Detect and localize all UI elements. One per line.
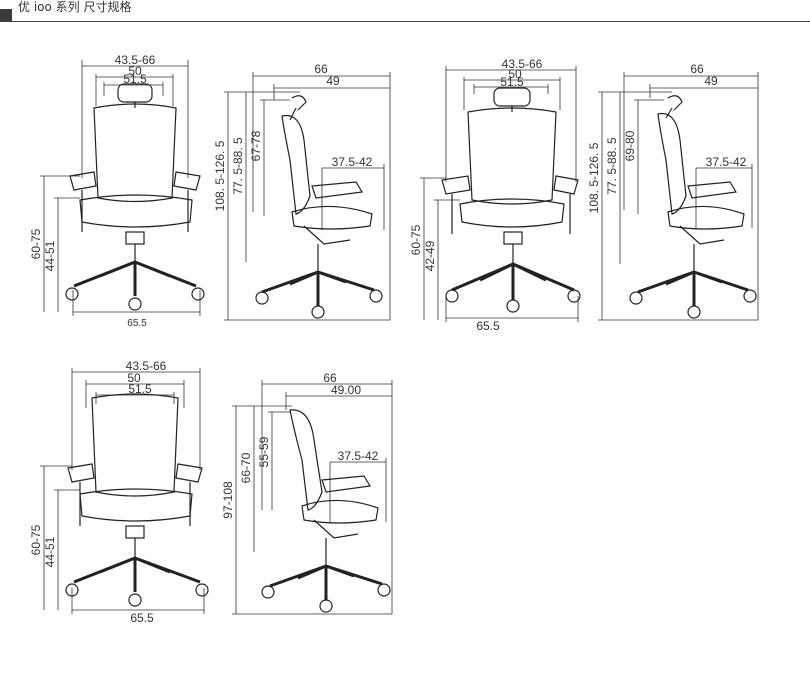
- fig5-total-height-label: 60-75: [29, 524, 43, 555]
- fig6-total-height-label: 97-108: [221, 481, 235, 519]
- chart-front-upholstered-headrest: 43.5-66 50 51.5 60-75 42-49 65.5: [409, 57, 581, 333]
- fig4-total-height-label: 108. 5-126. 5: [587, 142, 601, 213]
- chart-side-upholstered-headrest: 66 49 108. 5-126. 5 77. 5-88. 5 69-80 37…: [587, 62, 759, 321]
- fig6-back-height-label: 66-70: [239, 452, 253, 483]
- header-divider: [0, 21, 810, 22]
- fig5-seat-height-label: 44-51: [43, 536, 57, 567]
- fig1-base-label: 65.5: [127, 318, 147, 329]
- fig3-seat-width-label: 51.5: [500, 75, 524, 89]
- chart-side-mesh-headrest: 66 49 108. 5-126. 5 77. 5-88. 5 67-78 37…: [213, 62, 391, 321]
- fig5-base-label: 65.5: [130, 611, 154, 625]
- fig6-arm-label: 37.5-42: [338, 449, 379, 463]
- fig4-chair-icon: [629, 95, 757, 319]
- chart-side-mesh: 66 49.00 97-108 66-70 55-59 37.5-42: [221, 371, 393, 615]
- fig4-headrest-label: 69-80: [623, 130, 637, 161]
- fig1-seat-height-label: 44-51: [43, 240, 57, 271]
- fig2-total-height-label: 108. 5-126. 5: [213, 140, 227, 211]
- fig1-overall-width-label: 43.5-66: [115, 53, 156, 67]
- chart-front-mesh: 43.5-66 50 51.5 60-75 44-51 65.5: [29, 359, 209, 625]
- fig5-overall-width-label: 43.5-66: [126, 359, 167, 373]
- fig3-overall-width-label: 43.5-66: [502, 57, 543, 71]
- fig3-total-height-label: 60-75: [409, 224, 423, 255]
- fig5-width-label: 50: [127, 371, 141, 385]
- fig2-seat-depth-label: 49: [326, 74, 340, 88]
- fig3-base-label: 65.5: [476, 319, 500, 333]
- fig1-seat-width-label: 51.5: [123, 72, 147, 86]
- fig2-back-height-label: 77. 5-88. 5: [231, 137, 245, 195]
- fig6-seat-depth-label: 49.00: [331, 383, 361, 397]
- fig2-depth-label: 66: [314, 62, 328, 76]
- fig1-chair-icon: [65, 83, 205, 311]
- fig4-arm-label: 37.5-42: [706, 155, 747, 169]
- fig4-seat-depth-label: 49: [704, 74, 718, 88]
- fig5-seat-width-label: 51.5: [128, 382, 152, 396]
- fig1-total-height-label: 60-75: [29, 228, 43, 259]
- fig2-chair-icon: [255, 95, 383, 319]
- fig3-seat-height-label: 42-49: [423, 240, 437, 271]
- fig1-width-label: 50: [128, 64, 142, 78]
- fig6-headrest-label: 55-59: [257, 436, 271, 467]
- page-header: 优 ioo 系列 尺寸规格: [0, 0, 810, 22]
- fig6-chair-icon: [261, 409, 391, 613]
- fig2-arm-label: 37.5-42: [332, 155, 373, 169]
- fig4-depth-label: 66: [690, 62, 704, 76]
- fig5-chair-icon: [65, 393, 209, 607]
- header-square-icon: [0, 9, 12, 21]
- fig3-chair-icon: [441, 87, 581, 313]
- page-title: 优 ioo 系列 尺寸规格: [18, 0, 132, 14]
- fig2-headrest-label: 67-78: [249, 130, 263, 161]
- fig4-back-height-label: 77. 5-88. 5: [605, 137, 619, 195]
- chart-front-mesh-headrest: 43.5-66 50 51.5 60-75 44-51 65.5: [29, 53, 205, 329]
- fig3-width-label: 50: [508, 67, 522, 81]
- fig6-depth-label: 66: [323, 371, 337, 385]
